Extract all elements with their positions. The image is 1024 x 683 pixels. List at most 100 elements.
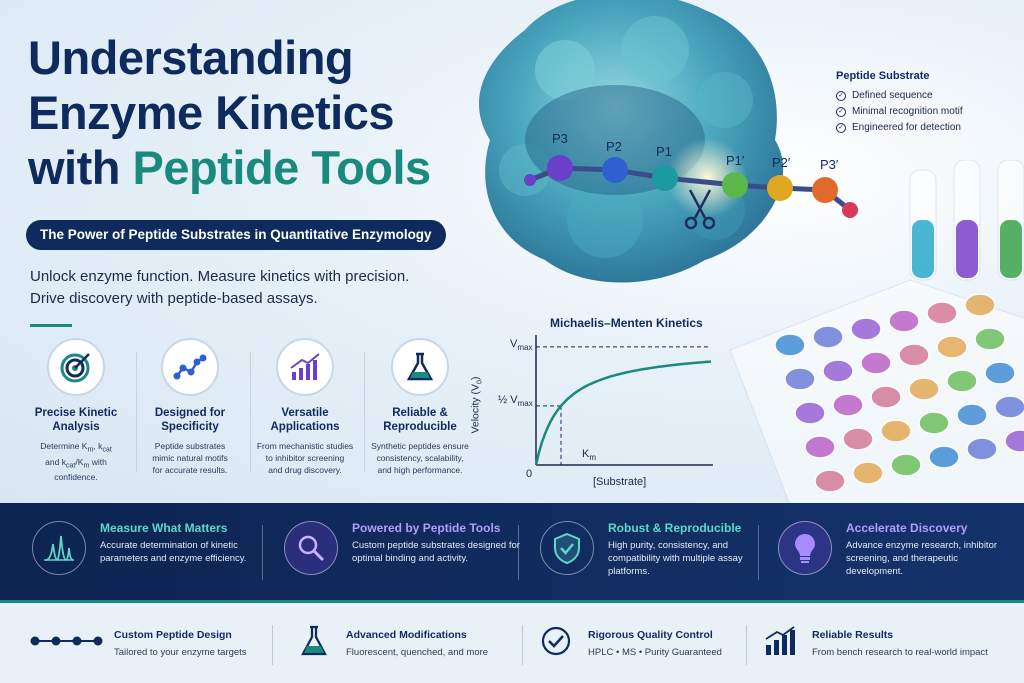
growth-chart-icon: [276, 338, 334, 396]
mm-curve: [534, 360, 712, 466]
plate-well: [918, 411, 950, 435]
plate-well: [794, 401, 826, 425]
x-axis-label: [Substrate]: [593, 476, 647, 488]
check-icon: ✓: [836, 122, 846, 133]
residue-p1: [652, 165, 678, 191]
chart-title: Michaelis–Menten Kinetics: [550, 316, 703, 330]
plate-well: [880, 419, 912, 443]
half-vmax-label: ½ Vmax: [498, 394, 533, 409]
residue-p3-prime: [812, 177, 838, 203]
plate-well: [812, 325, 844, 349]
flask-icon: [296, 623, 332, 659]
plate-well: [974, 327, 1006, 351]
michaelis-menten-chart: Michaelis–Menten Kinetics Vmax ½ Vmax Km…: [469, 310, 728, 500]
km-label: Km: [582, 448, 597, 463]
benefit-robust: Robust & Reproducible High purity, consi…: [540, 517, 770, 587]
list-item: ✓Engineered for detection: [836, 122, 963, 133]
magnifier-icon: [284, 521, 338, 575]
target-icon: [47, 338, 105, 396]
plate-well: [890, 453, 922, 477]
footer-separator: [272, 625, 273, 665]
plate-well: [964, 293, 996, 317]
well-plate-illustration: [730, 160, 1024, 503]
plate-well: [926, 301, 958, 325]
check-circle-icon: [538, 623, 574, 659]
peaks-icon: [32, 521, 86, 575]
plate-well: [888, 309, 920, 333]
residue-p1-prime: [722, 172, 748, 198]
check-icon: ✓: [836, 106, 846, 117]
plate-well: [1004, 429, 1024, 453]
plate-well: [956, 403, 988, 427]
flask-icon: [391, 338, 449, 396]
lightbulb-icon: [778, 521, 832, 575]
plate-well: [822, 359, 854, 383]
residue-label-p3-prime: P3′: [820, 157, 839, 172]
residue-p3: [547, 155, 573, 181]
bead-chain-icon: [30, 623, 104, 659]
tagline: Unlock enzyme function. Measure kinetics…: [30, 268, 410, 307]
benefit-accelerate: Accelerate Discovery Advance enzyme rese…: [778, 517, 1008, 587]
residue-label-p1-prime: P1′: [726, 153, 745, 168]
plate-well: [814, 469, 846, 493]
plate-well: [908, 377, 940, 401]
footer-strip: Custom Peptide Design Tailored to your e…: [0, 600, 1024, 683]
footer-quality-control: Rigorous Quality Control HPLC • MS • Pur…: [538, 621, 748, 665]
plate-well: [860, 351, 892, 375]
plate-well: [784, 367, 816, 391]
band-separator: [262, 525, 263, 580]
plate-well: [936, 335, 968, 359]
residue-label-p3: P3: [552, 131, 568, 146]
chart-plot: [534, 335, 713, 466]
benefit-powered: Powered by Peptide Tools Custom peptide …: [284, 517, 520, 587]
feature-separator: [364, 352, 365, 472]
plate-well: [832, 393, 864, 417]
subtitle-banner: The Power of Peptide Substrates in Quant…: [26, 220, 446, 250]
plate-well: [898, 343, 930, 367]
list-item: ✓Defined sequence: [836, 90, 963, 101]
feature-separator: [250, 352, 251, 472]
title-accent: Peptide Tools: [132, 141, 432, 194]
footer-separator: [522, 625, 523, 665]
plate-well: [870, 385, 902, 409]
plate-well: [984, 361, 1016, 385]
molecule-chain-icon: [161, 338, 219, 396]
scissors-icon: [684, 189, 716, 230]
check-icon: ✓: [836, 90, 846, 101]
page-title: Understanding Enzyme Kinetics with Pepti…: [28, 31, 432, 194]
shield-check-icon: [540, 521, 594, 575]
peptide-substrate-legend: Peptide Substrate ✓Defined sequence ✓Min…: [836, 70, 963, 133]
list-item: ✓Minimal recognition motif: [836, 106, 963, 117]
plate-well: [966, 437, 998, 461]
plate-well: [994, 395, 1024, 419]
band-separator: [758, 525, 759, 580]
residue-p2: [602, 157, 628, 183]
plate-well: [774, 333, 806, 357]
plate-well: [842, 427, 874, 451]
divider-rule: [30, 324, 72, 327]
residue-label-p1: P1: [656, 144, 672, 159]
footer-advanced-modifications: Advanced Modifications Fluorescent, quen…: [296, 621, 516, 665]
y-axis-label: Velocity (V0): [469, 376, 484, 434]
origin-label: 0: [526, 468, 533, 480]
feature-separator: [136, 352, 137, 472]
residue-p2-prime: [767, 175, 793, 201]
residue-label-p2-prime: P2′: [772, 155, 791, 170]
footer-reliable-results: Reliable Results From bench research to …: [762, 621, 1012, 665]
footer-separator: [746, 625, 747, 665]
plate-well: [946, 369, 978, 393]
peptide-substrate-chain: [524, 155, 858, 230]
band-separator: [518, 525, 519, 580]
residue-label-p2: P2: [606, 139, 622, 154]
bar-chart-icon: [762, 623, 798, 659]
feature-reliable-reproducible: Reliable &Reproducible Synthetic peptide…: [364, 338, 476, 476]
plate-well: [852, 461, 884, 485]
benefits-band: Measure What Matters Accurate determinat…: [0, 503, 1024, 600]
hero-section: P3 P2 P1 P1′ P2′ P3′ Understanding Enzym…: [0, 0, 1024, 503]
plate-well: [850, 317, 882, 341]
plate-well: [804, 435, 836, 459]
vmax-label: Vmax: [510, 338, 533, 353]
